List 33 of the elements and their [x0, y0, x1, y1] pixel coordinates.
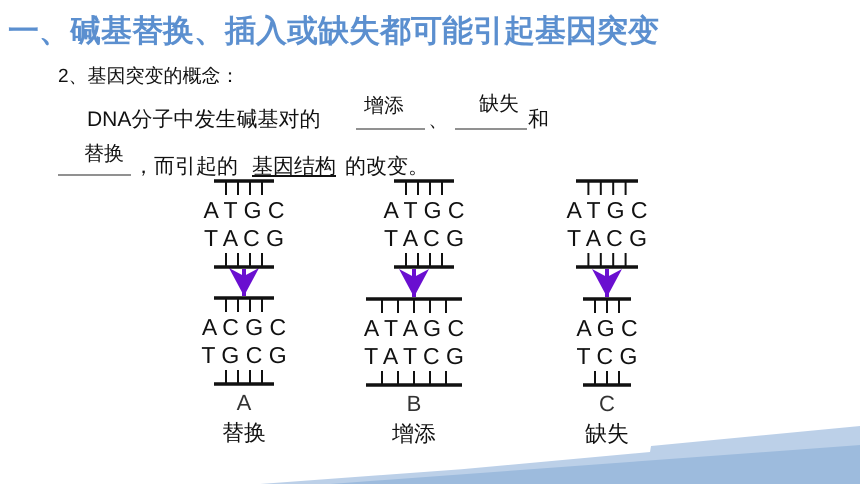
panel-letter: B — [406, 391, 422, 417]
sentence-text: 2、基因突变的概念： — [58, 65, 240, 89]
base-sequence: T A C G — [382, 225, 466, 251]
base-sequence: A G C — [575, 315, 639, 341]
base-sequence: A C G C — [200, 314, 288, 340]
sentence-text: 增添 — [364, 94, 404, 119]
base-sequence: T A C G — [202, 225, 286, 251]
base-sequence: A T G C — [202, 197, 286, 223]
sentence-text: 基因结构 — [252, 154, 336, 180]
base-sequence: A T G C — [566, 197, 648, 223]
arrow — [592, 269, 622, 297]
base-sequence: T G C G — [200, 342, 288, 368]
base-sequence: T C G — [576, 343, 638, 369]
sentence-text: 的改变。 — [345, 154, 429, 180]
type-label: 缺失 — [585, 420, 629, 448]
sentence-text: 缺失 — [479, 92, 519, 117]
sentence-text: ，而引起的 — [133, 154, 238, 180]
sentence-text: 替换 — [84, 142, 124, 167]
base-sequence: T A C G — [566, 225, 648, 251]
base-sequence: A T A G C — [362, 315, 466, 341]
type-label: 增添 — [392, 420, 436, 448]
sentence-text: DNA分子中发生碱基对的 — [87, 107, 320, 133]
heading: 一、碱基替换、插入或缺失都可能引起基因突变 — [8, 12, 659, 50]
base-sequence: A T G C — [382, 197, 466, 223]
arrow — [399, 269, 429, 297]
dna-segment — [366, 297, 462, 387]
type-label: 替换 — [222, 419, 266, 447]
sentence-text: 、 — [428, 107, 449, 133]
panel-letter: A — [236, 390, 252, 416]
base-sequence: T A T C G — [363, 343, 465, 369]
panel-letter: C — [599, 391, 615, 417]
arrow — [229, 268, 259, 296]
sentence-text: 和 — [528, 107, 549, 133]
